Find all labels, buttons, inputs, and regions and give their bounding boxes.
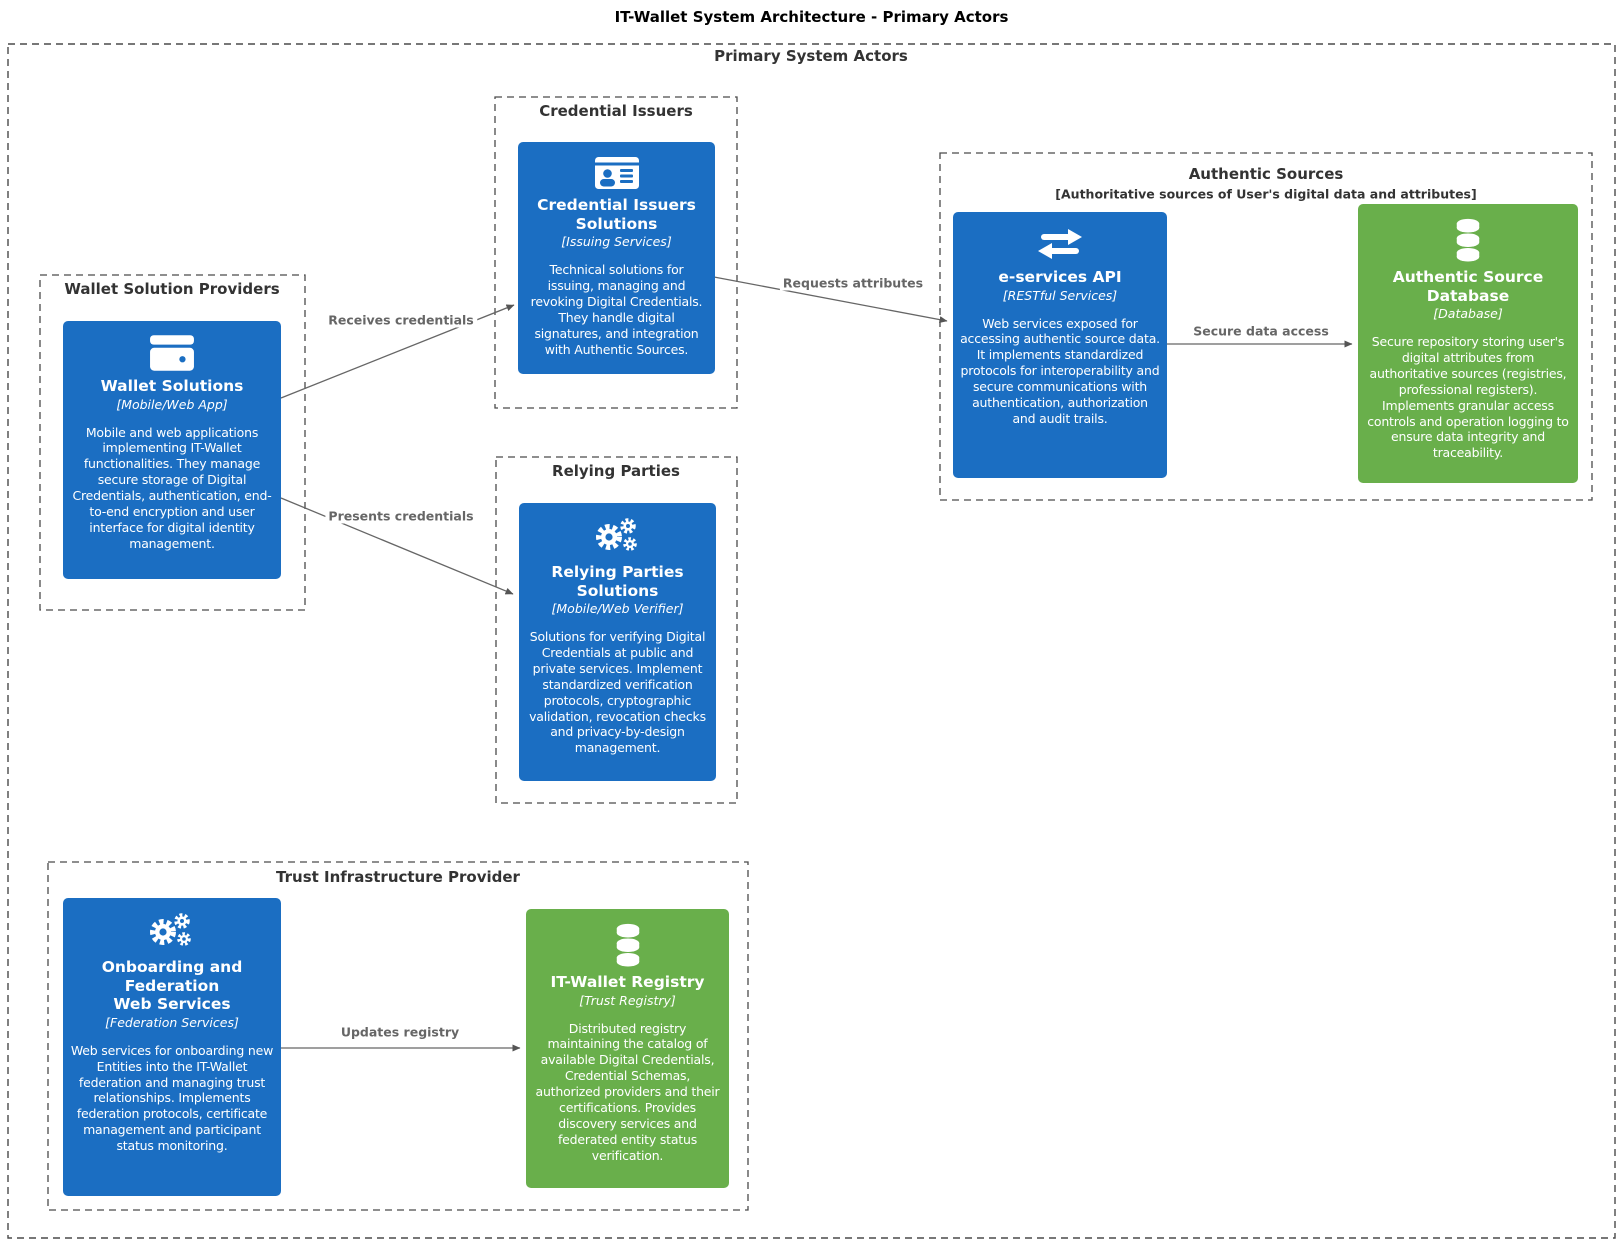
node-onboarding-federation-web-services: Onboarding and Federation Web Services [… — [63, 898, 281, 1196]
node-authentic-source-database: Authentic Source Database [Database] Sec… — [1358, 204, 1578, 483]
database-icon — [616, 923, 639, 967]
node-relying-parties-solutions: Relying Parties Solutions [Mobile/Web Ve… — [519, 503, 716, 781]
node-title: Credential Issuers Solutions — [537, 196, 696, 233]
node-description: Distributed registry maintaining the cat… — [535, 1020, 720, 1163]
wallet-icon — [150, 335, 194, 371]
node-description: Mobile and web applications implementing… — [72, 424, 272, 551]
node-title: Relying Parties Solutions — [551, 563, 684, 600]
boundary-label-trust-infrastructure-provider: Trust Infrastructure Provider — [276, 868, 520, 886]
gears-icon — [150, 913, 191, 946]
id-card-icon — [594, 157, 639, 189]
node-title: e-services API — [998, 268, 1122, 286]
node-type: [RESTful Services] — [1002, 287, 1118, 303]
node-type: [Database] — [1433, 306, 1503, 322]
boundary-label-relying-parties: Relying Parties — [552, 462, 680, 480]
boundary-label-credential-issuers: Credential Issuers — [539, 102, 693, 120]
node-wallet-solutions: Wallet Solutions [Mobile/Web App] Mobile… — [63, 321, 281, 579]
boundary-sublabel-authentic-sources: [Authoritative sources of User's digital… — [1055, 186, 1477, 202]
node-description: Solutions for verifying Digital Credenti… — [529, 629, 706, 756]
node-description: Technical solutions for issuing, managin… — [530, 262, 703, 357]
node-title: IT-Wallet Registry — [550, 973, 705, 991]
boundary-label-wallet-solution-providers: Wallet Solution Providers — [64, 280, 280, 298]
node-description: Web services exposed for accessing authe… — [960, 315, 1160, 426]
node-itwallet-registry: IT-Wallet Registry [Trust Registry] Dist… — [526, 909, 729, 1188]
outer-boundary-label: Primary System Actors — [714, 47, 908, 65]
node-type: [Issuing Services] — [561, 234, 672, 250]
boundary-label-authentic-sources: Authentic Sources — [1188, 165, 1344, 183]
edge-label-updates-registry: Updates registry — [337, 1024, 463, 1040]
node-title: Authentic Source Database — [1392, 268, 1544, 305]
gears-icon — [595, 518, 637, 551]
node-description: Web services for onboarding new Entities… — [70, 1042, 274, 1154]
edge-label-requests-attributes: Requests attributes — [779, 275, 927, 291]
node-credential-issuers-solutions: Credential Issuers Solutions [Issuing Se… — [518, 142, 715, 374]
node-title: Onboarding and Federation Web Services — [101, 958, 243, 1014]
page-title: IT-Wallet System Architecture - Primary … — [614, 8, 1009, 26]
node-description: Secure repository storing user's digital… — [1367, 334, 1569, 461]
node-type: [Federation Services] — [105, 1014, 239, 1030]
edge-label-secure-data-access: Secure data access — [1190, 323, 1332, 339]
node-type: [Trust Registry] — [579, 992, 676, 1008]
node-type: [Mobile/Web Verifier] — [551, 601, 684, 617]
exchange-arrows-icon — [1038, 229, 1082, 259]
edge-label-receives-credentials: Receives credentials — [325, 312, 477, 328]
database-icon — [1456, 218, 1480, 262]
node-eservices-api: e-services API [RESTful Services] Web se… — [953, 212, 1167, 478]
node-title: Wallet Solutions — [100, 377, 244, 395]
edge-label-presents-credentials: Presents credentials — [325, 508, 477, 524]
node-type: [Mobile/Web App] — [116, 396, 228, 412]
